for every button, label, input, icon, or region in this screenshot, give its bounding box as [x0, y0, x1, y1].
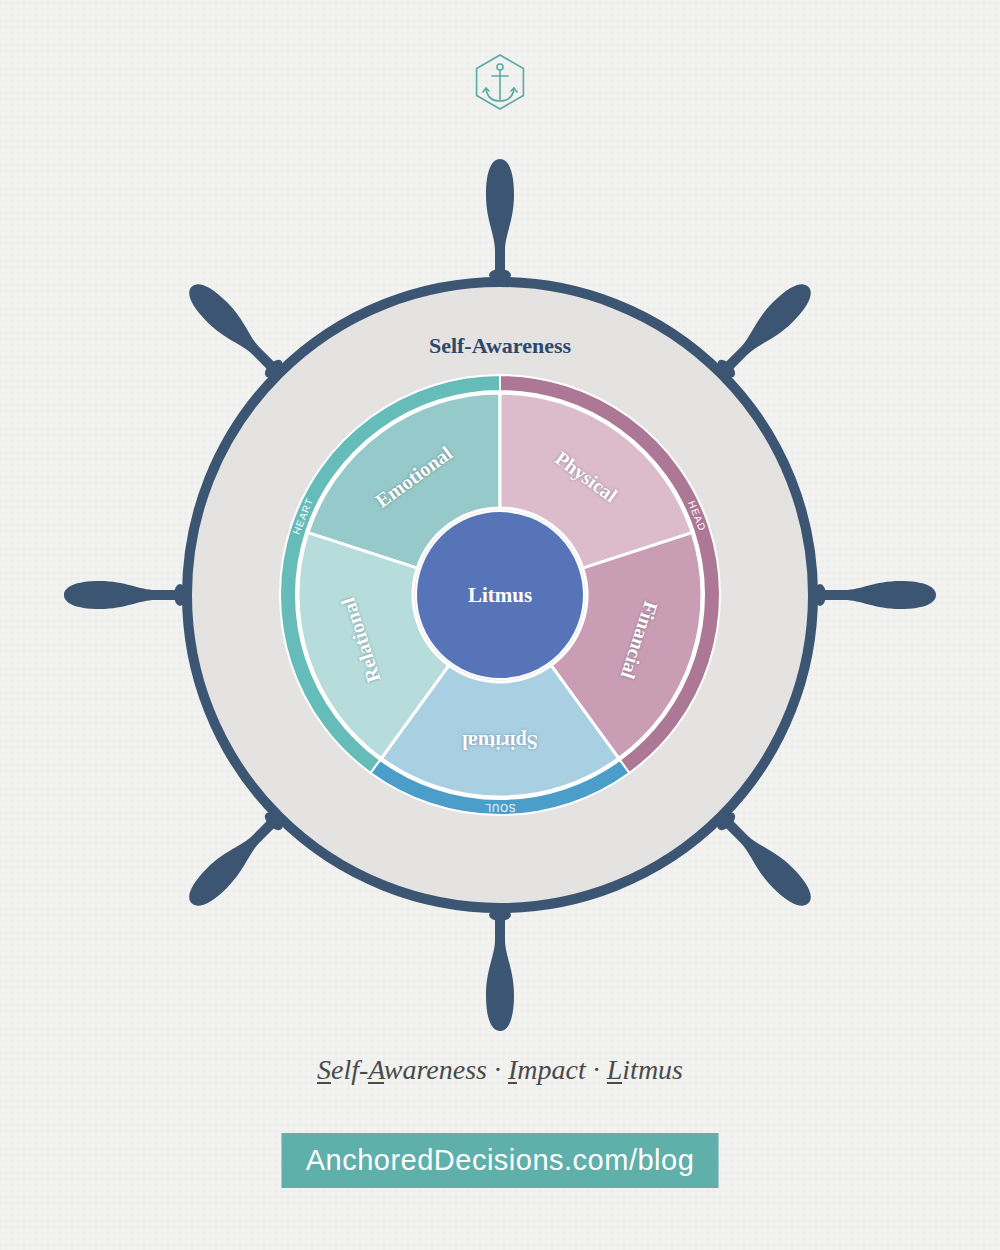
node-label: Self-Awareness — [182, 333, 818, 359]
node-label: Financial — [616, 599, 663, 682]
label-holder: Self-Awareness — [182, 333, 818, 359]
node-label: AnchoredDecisions.com/blog — [306, 1144, 695, 1177]
node-label: Emotional — [371, 441, 456, 512]
label-holder: HEAD — [686, 499, 708, 533]
node-label: SOUL — [484, 802, 515, 813]
label-holder: HEART — [291, 496, 316, 536]
wheel-rim — [187, 282, 813, 908]
node-label: Litmus — [468, 583, 532, 608]
label-holder: Litmus — [414, 509, 586, 681]
link-button: AnchoredDecisions.com/blog — [282, 1133, 719, 1188]
wedge-shape — [551, 533, 702, 759]
label-holder: Financial — [616, 599, 663, 682]
band-shape — [371, 760, 630, 815]
self-awareness-ring: Self-AwarenessEmotional PhysicalFinancial… — [182, 277, 818, 913]
band-shape — [500, 375, 720, 773]
wedge-shape — [381, 665, 618, 797]
wedge-shape — [298, 533, 449, 759]
label-holder: Physical — [550, 447, 621, 507]
wheel-handles — [64, 159, 936, 1031]
node-label: Relational — [337, 595, 386, 686]
litmus-hub: Litmus — [414, 509, 586, 681]
node-label: HEAD — [686, 499, 708, 533]
node-label: Physical — [550, 447, 621, 507]
node-label: HEART — [291, 496, 316, 536]
hub-circle — [416, 511, 584, 679]
node-label: Spiritual — [462, 730, 538, 753]
caption-holder: Self-Awareness · Impact · Litmus — [0, 1054, 1000, 1086]
anchor-logo — [477, 55, 524, 109]
band-shape — [280, 375, 500, 773]
label-holder: Spiritual — [462, 730, 538, 753]
label-holder: Emotional — [371, 441, 456, 512]
label-holder: Relational — [337, 595, 386, 686]
wedge-shape — [308, 393, 500, 568]
label-holder: SOUL — [484, 802, 515, 813]
wedge-shape — [500, 393, 692, 568]
caption: Self-Awareness · Impact · Litmus — [317, 1054, 683, 1086]
